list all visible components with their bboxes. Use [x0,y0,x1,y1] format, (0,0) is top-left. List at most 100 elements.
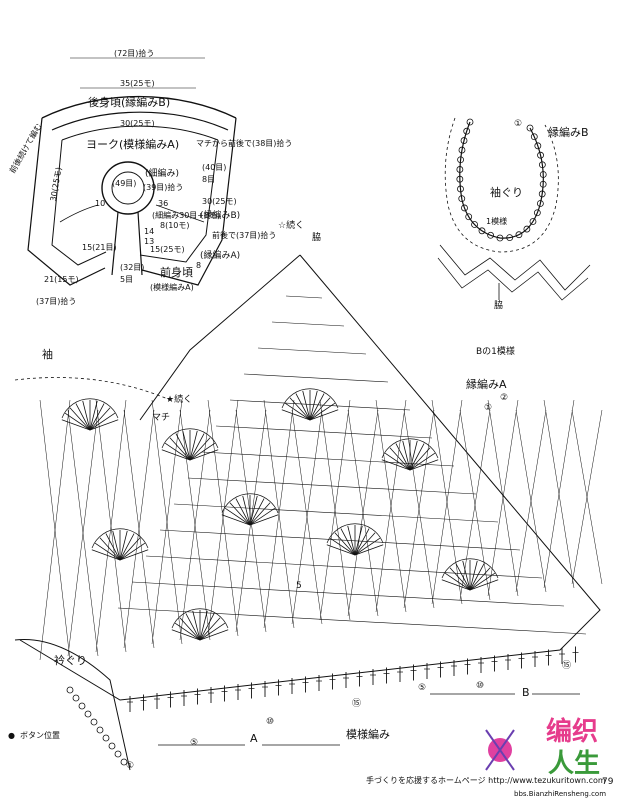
logo-line-2: 人生 [548,749,600,779]
section-b: B [522,686,530,699]
fan-stitch [462,560,471,591]
lattice-lines [39,295,603,661]
yoke-pattern: (細編み) [145,167,179,179]
fan-stitch [192,610,201,641]
fan-stitch [347,525,356,556]
lattice-line [151,399,183,645]
chain-ring [465,213,473,221]
fan-stitch [174,622,201,641]
circ-15-right: ⑮ [562,660,571,671]
fan-stitch [309,402,336,421]
fan-stitch [89,407,111,431]
lattice-line [263,399,295,629]
fan-stitch [161,449,191,461]
armhole-circ-1: ① [514,119,522,129]
fan-stitch [249,502,271,526]
armhole-chart: 縁編みB 袖ぐり 1模様 脇 ① [437,117,591,311]
fan-stitch [469,567,491,591]
pattern-knit-label: 模様編み [346,727,390,741]
chain-ring [536,200,544,207]
fan-stitch [182,430,191,461]
neck-ring [102,734,110,742]
chain-ring [526,124,534,132]
fan-stitch [229,502,251,526]
s15: 15(21目) [82,243,117,252]
neck-ring [114,750,122,758]
neck-count: (49目) [112,179,136,188]
footer-page: 79 [602,777,614,787]
back-label: 後身頃(縁編みB) [88,95,170,109]
fan-arc [61,398,119,419]
lattice-line [291,409,323,625]
lattice-line [215,425,433,439]
footer-bbs: bbs.BianzhiRensheng.com [514,790,606,798]
fan-stitch [119,530,128,561]
chain-ring [478,227,486,235]
fan-arc [281,388,339,409]
neck-ten: 10 [95,199,105,208]
chain-ring [538,190,546,198]
lattice-line [515,409,547,593]
fan-stitch [249,495,258,526]
s5: 5目 [120,275,133,284]
fan-stitch [164,442,191,461]
chain-ring [471,221,478,228]
fan-stitch [89,419,119,431]
fan-motifs [61,388,499,641]
fan-stitch [221,514,251,526]
circ-5-right: ⑤ [418,683,426,693]
chain-ring [460,137,468,144]
fan-stitch [389,447,411,471]
lattice-line [145,555,543,579]
garment-schematic: (72目)拾う 35(25モ) 後身頃(縁編みB) 30(25モ) ヨーク(模様… [7,48,292,306]
fan-stitch [449,567,471,591]
circ-1-a: ① [484,403,492,413]
waki-label: 脇 [312,232,321,243]
footer: 手づくりを応援するホームページ http://www.tezukuritown.… [366,775,614,798]
fan-stitch [302,390,311,421]
fan-stitch [119,537,141,561]
fan-stitch [242,495,251,526]
circ-10-bottom: ⑩ [266,717,274,727]
lattice-line [403,409,435,609]
side-14-a: 14 [144,227,154,236]
fan-stitch [189,437,211,461]
fan-stitch [309,409,339,421]
logo-line-1: 编织 [546,716,598,747]
fan-stitch [354,528,370,556]
fan-arc [171,608,229,629]
fan-stitch [284,402,311,421]
fan-stitch [295,393,311,421]
chain-ring [534,142,542,150]
fan-stitch [235,498,251,526]
fan-stitch [409,443,425,471]
side-30: 30(25モ) [49,166,64,202]
fan-stitch [64,412,91,431]
fan-stitch [112,530,121,561]
fan-stitch [189,433,205,461]
chain-ring [463,127,471,135]
lattice-line [319,399,351,621]
lattice-line [179,409,211,641]
fan-stitch [171,629,201,641]
fan-stitch [281,409,311,421]
sleeve-label: 袖 [42,347,53,361]
fan-arc [326,523,384,544]
row-1-bottom: ① [126,761,134,771]
fan-stitch [354,537,381,556]
fan-stitch [334,532,356,556]
neck-ring [78,702,86,710]
fan-stitch [309,397,331,421]
fan-stitch [409,452,436,471]
fan-stitch [402,440,411,471]
fan-stitch [169,437,191,461]
circ-10-right: ⑩ [476,681,484,691]
fan-stitch [185,613,201,641]
fan-stitch [224,507,251,526]
lattice-line [431,399,463,605]
fan-stitch [119,542,146,561]
fan-stitch [329,537,356,556]
front-pattern: (模様編みA) [150,282,194,292]
lattice-line [229,399,411,411]
